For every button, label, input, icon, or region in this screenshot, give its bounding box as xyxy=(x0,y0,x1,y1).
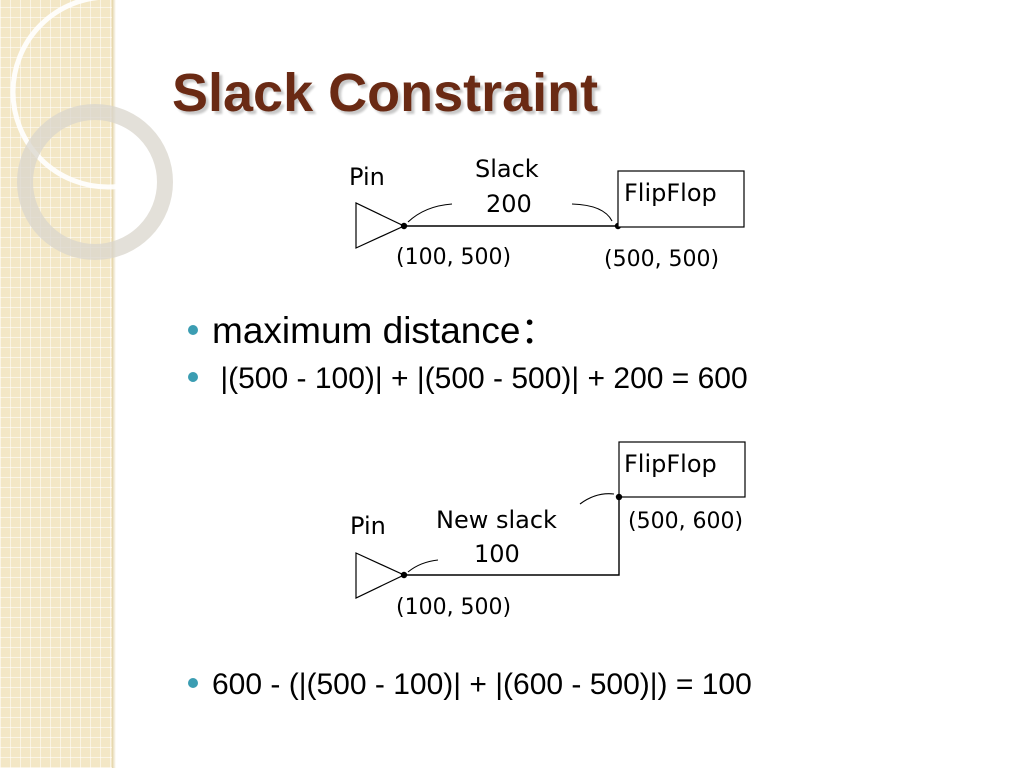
pin-label: Pin xyxy=(350,512,386,540)
slack-pointer-right xyxy=(571,203,613,222)
flipflop-coordinate: (500, 600) xyxy=(628,509,743,534)
pin-node xyxy=(400,571,408,579)
decorative-rings xyxy=(10,0,206,260)
bullet-marker xyxy=(188,678,198,689)
decorative-ring-small xyxy=(17,104,173,260)
decorative-ring-large xyxy=(10,0,206,190)
side-decoration-edge xyxy=(112,0,116,768)
flipflop-coordinate: (500, 500) xyxy=(604,247,719,272)
bullet-marker xyxy=(188,372,198,383)
pin-coordinate: (100, 500) xyxy=(396,245,511,270)
pin-symbol xyxy=(355,552,406,599)
slide-title: Slack Constraint xyxy=(172,63,599,123)
bullet-item: |(500 - 100)| + |(500 - 500)| + 200 = 60… xyxy=(188,362,748,396)
slack-label: Slack xyxy=(475,155,539,183)
bullet-item: 600 - (|(500 - 100)| + |(600 - 500)|) = … xyxy=(188,668,752,702)
bullet-marker xyxy=(188,325,198,336)
flipflop-box xyxy=(618,441,746,498)
slack-label: New slack xyxy=(436,506,557,534)
slack-pointer-left xyxy=(407,203,453,223)
slack-value: 200 xyxy=(486,190,532,218)
flipflop-label: FlipFlop xyxy=(624,179,717,207)
bullet-item: maximum distance： xyxy=(188,300,557,354)
pin-coordinate: (100, 500) xyxy=(396,595,511,620)
bullet-text: maximum distance： xyxy=(212,310,558,351)
bullet-text: 600 - (|(500 - 100)| + |(600 - 500)|) = … xyxy=(212,668,752,701)
pin-symbol xyxy=(355,202,406,249)
pin-node xyxy=(400,222,408,230)
bullet-text: |(500 - 100)| + |(500 - 500)| + 200 = 60… xyxy=(212,362,748,395)
flipflop-box xyxy=(617,170,745,228)
pin-label: Pin xyxy=(349,163,385,191)
wire xyxy=(404,497,620,576)
flipflop-node xyxy=(615,493,623,501)
flipflop-label: FlipFlop xyxy=(624,450,717,478)
slack-pointer-left xyxy=(407,559,439,573)
slack-pointer-right xyxy=(579,493,615,505)
slack-value: 100 xyxy=(474,540,520,568)
